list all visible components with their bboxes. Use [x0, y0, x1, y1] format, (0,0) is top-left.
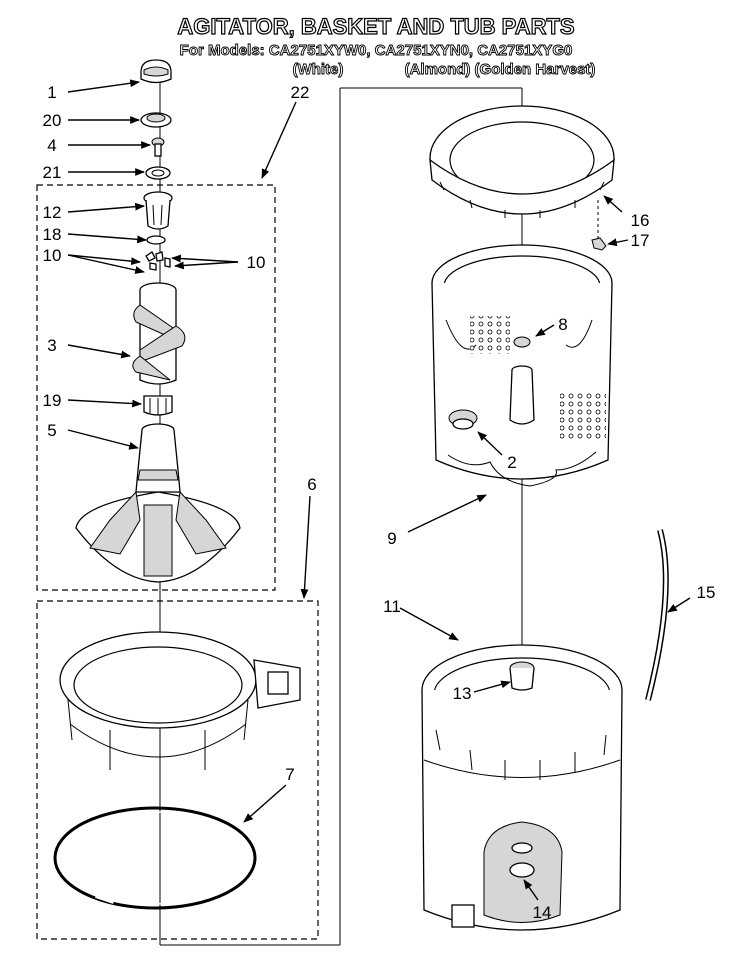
drive-hub-assembly: [59, 631, 301, 770]
snap-ring: [53, 806, 257, 910]
callout-15: 15: [697, 583, 716, 602]
diagram-title: AGITATOR, BASKET AND TUB PARTS: [177, 14, 574, 39]
callout-21: 21: [43, 163, 62, 182]
agitator-dogs: [145, 251, 171, 271]
callout-3: 3: [47, 336, 56, 355]
outer-tub: [421, 644, 623, 931]
cap-retainer: [140, 112, 172, 128]
drain-plug: [448, 409, 478, 430]
callout-1: 1: [47, 83, 56, 102]
callout-18: 18: [43, 225, 62, 244]
callout-16: 16: [631, 211, 650, 230]
callout-5: 5: [47, 421, 56, 440]
callout-9: 9: [387, 529, 396, 548]
callout-11: 11: [383, 597, 401, 616]
color-label-white: (White): [293, 61, 344, 78]
callout-14: 14: [533, 903, 552, 922]
tub-seal: [509, 661, 535, 691]
bolt: [151, 137, 165, 157]
ring-clip: [591, 237, 607, 251]
callout-8: 8: [558, 315, 567, 334]
callout-13: 13: [453, 684, 472, 703]
callout-10-left: 10: [43, 246, 62, 265]
callout-2: 2: [507, 453, 516, 472]
callout-17: 17: [631, 231, 650, 250]
callout-4: 4: [47, 136, 56, 155]
tub-ring: [429, 105, 615, 218]
agitator-auger: [132, 282, 186, 385]
color-label-almond-golden: (Almond) (Golden Harvest): [405, 61, 596, 78]
callout-20: 20: [43, 111, 62, 130]
callout-7: 7: [285, 765, 294, 784]
callout-12: 12: [43, 203, 62, 222]
models-line: For Models: CA2751XYW0, CA2751XYN0, CA27…: [180, 42, 573, 59]
agitator-assembly-box: [36, 184, 276, 591]
spin-basket: [431, 244, 613, 487]
callout-22: 22: [291, 83, 310, 102]
agitator-cam: [143, 191, 173, 230]
retaining-ring: [146, 235, 166, 245]
agitator-base: [75, 423, 241, 583]
one-way-clutch: [143, 395, 173, 416]
callout-10-right: 10: [247, 253, 266, 272]
agitator-cap: [140, 59, 172, 84]
callout-6: 6: [307, 475, 316, 494]
leader-lines: [67, 79, 691, 901]
callout-19: 19: [43, 391, 62, 410]
hub-assembly-box: [36, 600, 319, 940]
